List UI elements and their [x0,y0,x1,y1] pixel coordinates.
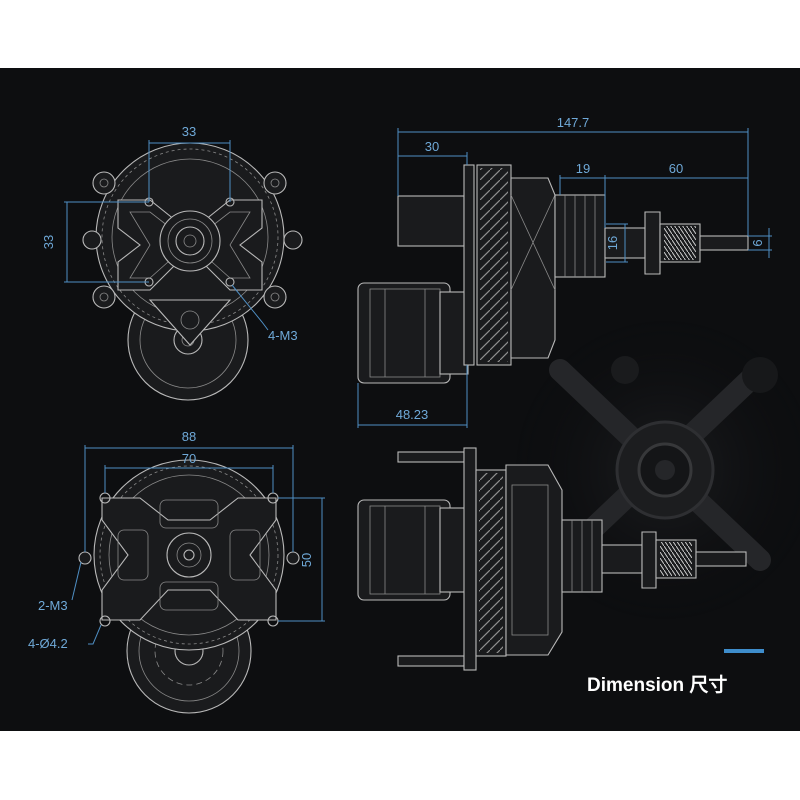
front-hole [225,277,235,287]
front-hub [159,210,221,272]
side-motor-2 [357,499,451,601]
front-dim-left: 33 [41,235,56,249]
front-dim-top: 33 [182,124,196,139]
bottom-callout-holes: 4-Ø4.2 [28,636,68,651]
bottom-dim-holes: 70 [182,451,196,466]
drawing-stage: 33 33 4-M3 [0,68,800,731]
front-callout-hole: 4-M3 [268,328,298,343]
dimension-caption: Dimension 尺寸 [587,675,728,696]
bottom-screw [286,551,300,565]
side-dim-60: 60 [669,161,683,176]
front-view: 33 33 4-M3 [41,124,303,401]
side-motor [357,282,451,384]
bottom-hole [99,615,111,627]
bottom-dim-overall: 88 [182,429,196,444]
bottom-callout-screws: 2-M3 [38,598,68,613]
bottom-view: 88 70 50 2-M3 4-Ø4.2 [28,429,325,714]
side-view-bottom [357,447,747,671]
side-dim-overall: 147.7 [557,115,590,130]
side-dim-30: 30 [425,139,439,154]
bottom-dim-height: 50 [299,553,314,567]
side-view-top: 147.7 30 19 60 16 6 48.23 [357,115,772,428]
side-dim-19: 19 [576,161,590,176]
side-dim-16: 16 [605,236,620,250]
caption-accent-bar [724,649,764,653]
side-dim-6: 6 [750,239,765,246]
dimension-drawing: 33 33 4-M3 [28,115,800,714]
side-dim-motor: 48.23 [396,407,429,422]
